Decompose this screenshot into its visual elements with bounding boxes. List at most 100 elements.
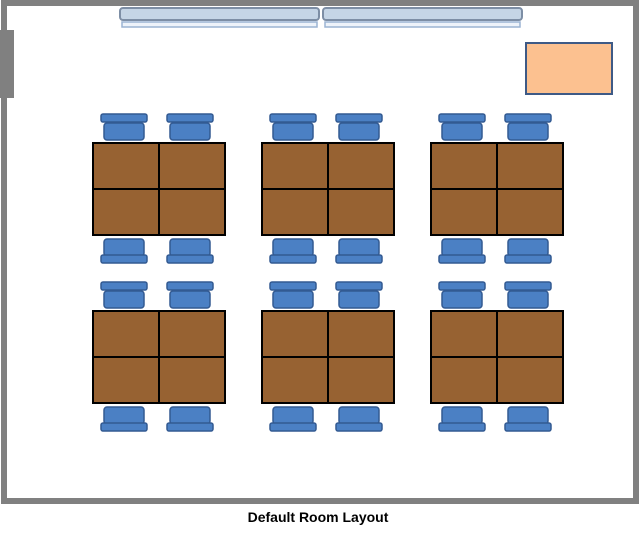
teacher-desk [525,42,613,95]
chair-seat [169,238,211,257]
chair-back [269,113,317,123]
whiteboard-ledge-right [324,21,521,28]
chair [438,281,486,309]
chair-back [438,113,486,123]
chair [100,238,148,264]
chair-back [438,281,486,291]
student-desk [327,356,395,404]
chair-back [100,254,148,264]
student-desk [261,356,329,404]
chair [504,406,552,432]
chair [100,406,148,432]
chair-seat [103,406,145,425]
whiteboard [119,7,523,28]
chair-seat [507,290,549,309]
chair-seat [169,122,211,141]
student-desk [327,310,395,358]
chair-seat [338,122,380,141]
table-cluster [92,113,226,264]
student-desk [430,356,498,404]
table-cluster [92,281,226,432]
student-desk [496,188,564,236]
chair-seat [441,238,483,257]
student-desk [430,310,498,358]
chair-back [335,422,383,432]
chair [335,113,383,141]
chair-seat [103,238,145,257]
chair-seat [507,122,549,141]
student-desk [496,142,564,190]
student-desk [92,142,160,190]
chair-seat [338,290,380,309]
chair-seat [507,238,549,257]
chair-back [504,254,552,264]
chair-seat [272,122,314,141]
chair-back [438,254,486,264]
chair-seat [103,290,145,309]
student-desk [430,142,498,190]
chair-seat [272,238,314,257]
chair [438,406,486,432]
student-desk [158,142,226,190]
chair [438,238,486,264]
chair [438,113,486,141]
chair-seat [338,238,380,257]
chair [504,113,552,141]
chair [166,113,214,141]
chair-back [166,281,214,291]
student-desk [327,142,395,190]
chair-seat [103,122,145,141]
chair [335,406,383,432]
chair [166,238,214,264]
student-desk [327,188,395,236]
chair [269,113,317,141]
chair-back [335,254,383,264]
student-desk [92,188,160,236]
diagram-caption: Default Room Layout [247,509,389,525]
chair-back [335,281,383,291]
chair [269,281,317,309]
chair-seat [441,122,483,141]
chair-back [269,422,317,432]
table-cluster [430,113,564,264]
chair [335,238,383,264]
whiteboard-ledge-left [121,21,318,28]
student-desk [158,310,226,358]
chair-seat [272,406,314,425]
student-desk [158,356,226,404]
student-desk [92,356,160,404]
whiteboard-panel-left [119,7,320,21]
chair-back [504,281,552,291]
chair-seat [338,406,380,425]
table-cluster [430,281,564,432]
whiteboard-panel-right [322,7,523,21]
chair-back [166,422,214,432]
chair-back [269,254,317,264]
chair [166,281,214,309]
chair-seat [169,290,211,309]
chair-back [100,422,148,432]
chair-back [504,113,552,123]
chair-back [335,113,383,123]
chair-seat [441,290,483,309]
chair-back [438,422,486,432]
student-desk [261,310,329,358]
chair [269,238,317,264]
table-cluster [261,113,395,264]
student-desk [158,188,226,236]
chair [100,281,148,309]
chair-back [269,281,317,291]
door [0,30,14,98]
chair [166,406,214,432]
table-cluster [261,281,395,432]
chair-back [100,113,148,123]
chair-seat [507,406,549,425]
chair-back [504,422,552,432]
student-desk [496,356,564,404]
chair-seat [272,290,314,309]
chair [504,281,552,309]
chair-back [100,281,148,291]
chair [100,113,148,141]
chair [504,238,552,264]
